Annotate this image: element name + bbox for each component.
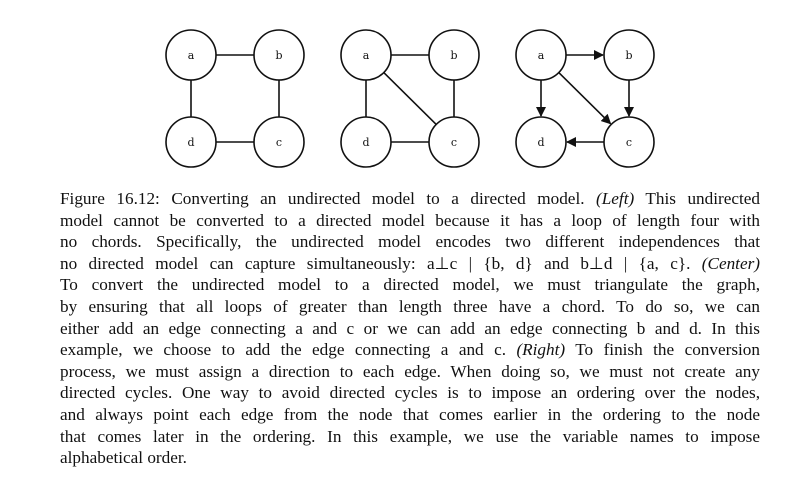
node-left-a (165, 29, 217, 81)
caption-line: by ensuring that all loops of greater th… (60, 296, 760, 318)
graph-right: a b d c (515, 29, 655, 168)
node-label-center-c: c (451, 136, 457, 149)
figure-graphs: a b d c a b d c a b d c (165, 29, 655, 168)
node-center-a (340, 29, 392, 81)
caption-line: model cannot be converted to a directed … (60, 210, 760, 232)
node-label-center-d: d (362, 136, 369, 149)
caption-text: To finish the conversion (565, 340, 760, 360)
caption-line: directed cycles. One way to avoid direct… (60, 382, 760, 404)
node-label-center-b: b (450, 49, 457, 62)
caption-text: by ensuring that all loops of greater th… (60, 296, 760, 316)
caption-panel-label: (Right) (516, 340, 566, 360)
caption-text: example, we choose to add the edge conne… (60, 340, 517, 360)
caption-panel-label: (Left) (596, 189, 635, 208)
caption-line: process, we must assign a direction to e… (60, 361, 760, 383)
caption-line: no chords. Specifically, the undirected … (60, 231, 760, 253)
node-left-d (165, 116, 217, 168)
node-label-right-b: b (625, 49, 632, 62)
caption-text: model cannot be converted to a directed … (60, 210, 760, 230)
node-right-d (515, 116, 567, 168)
caption-text: This undirected (634, 189, 760, 208)
graph-center: a b d c (340, 29, 480, 168)
caption-panel-label: (Center) (701, 253, 760, 273)
caption-line: no directed model can capture simultaneo… (60, 253, 760, 275)
caption-text: either add an edge connecting a and c or… (60, 318, 760, 338)
node-label-right-d: d (537, 136, 544, 149)
caption-line: example, we choose to add the edge conne… (60, 339, 760, 361)
node-label-left-d: d (187, 136, 194, 149)
node-label-center-a: a (363, 49, 370, 62)
node-left-c (253, 116, 305, 168)
caption-line: either add an edge connecting a and c or… (60, 318, 760, 340)
caption-line: and always point each edge from the node… (60, 404, 760, 426)
caption-text: directed cycles. One way to avoid direct… (60, 383, 760, 403)
graph-left: a b d c (165, 29, 305, 168)
caption-text: process, we must assign a direction to e… (60, 361, 760, 381)
node-label-left-b: b (275, 49, 282, 62)
caption-text: alphabetical order. (60, 448, 187, 468)
node-center-b (428, 29, 480, 81)
caption-text: To convert the undirected model to a dir… (60, 275, 760, 295)
caption-line: that comes later in the ordering. In thi… (60, 426, 760, 448)
edge-center-a-c (383, 72, 437, 125)
node-left-b (253, 29, 305, 81)
node-right-b (603, 29, 655, 81)
node-label-right-c: c (626, 136, 632, 149)
caption-text: and always point each edge from the node… (60, 404, 760, 424)
caption-text: Figure 16.12: Converting an undirected m… (60, 189, 597, 208)
node-label-right-a: a (538, 49, 545, 62)
node-label-left-a: a (188, 49, 195, 62)
edge-right-a-c (558, 72, 612, 125)
node-center-c (428, 116, 480, 168)
caption-text: that comes later in the ordering. In thi… (60, 426, 760, 446)
caption-text: no directed model can capture simultaneo… (60, 253, 702, 273)
node-label-left-c: c (276, 136, 282, 149)
caption-line: Figure 16.12: Converting an undirected m… (60, 188, 760, 210)
caption-line: To convert the undirected model to a dir… (60, 274, 760, 296)
node-right-c (603, 116, 655, 168)
node-right-a (515, 29, 567, 81)
caption-text: no chords. Specifically, the undirected … (60, 232, 760, 252)
caption-line: alphabetical order. (60, 447, 760, 469)
node-center-d (340, 116, 392, 168)
figure-caption: Figure 16.12: Converting an undirected m… (60, 188, 760, 469)
